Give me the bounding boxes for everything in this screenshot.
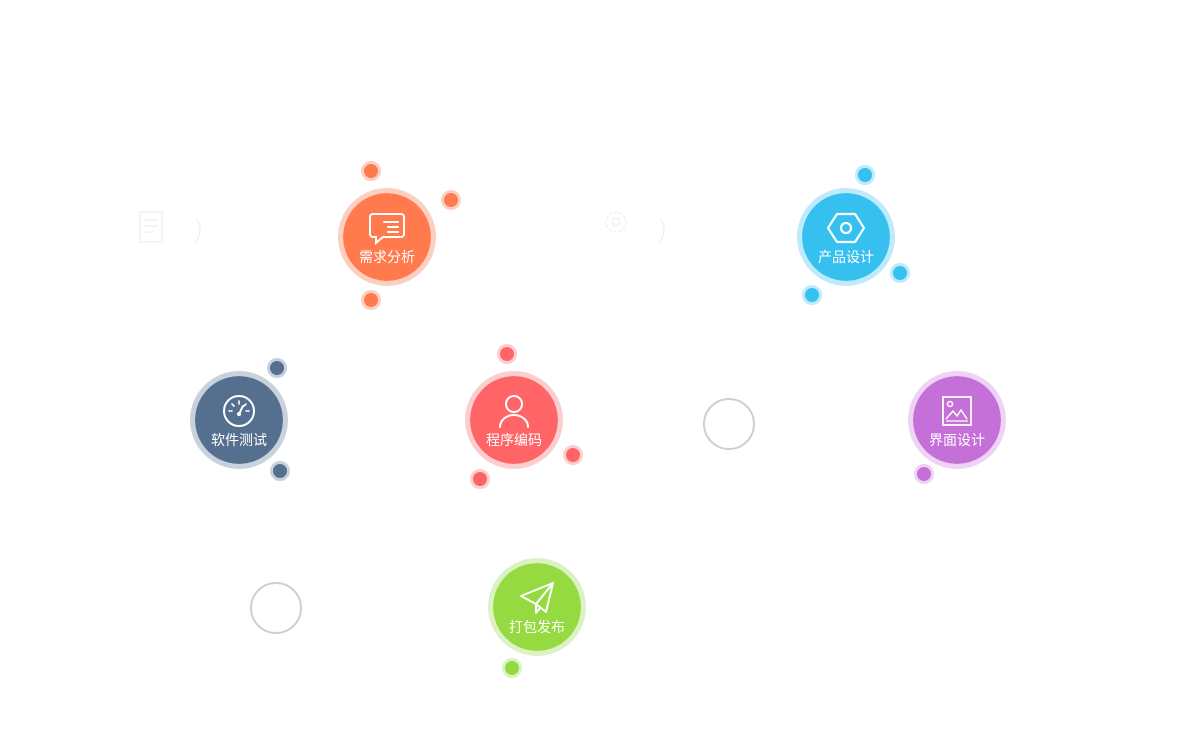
ui-dot — [914, 464, 934, 484]
hexagon-icon — [826, 208, 866, 248]
user-icon — [494, 391, 534, 431]
node-requirements[interactable]: 需求分析 — [338, 188, 436, 286]
node-testing[interactable]: 软件测试 — [190, 371, 288, 469]
node-label: 产品设计 — [818, 249, 874, 266]
requirements-dot — [441, 190, 461, 210]
testing-dot — [270, 461, 290, 481]
empty-ring-left — [250, 582, 302, 634]
node-label: 程序编码 — [486, 432, 542, 449]
node-label: 打包发布 — [509, 619, 565, 636]
product-dot — [802, 285, 822, 305]
node-label: 界面设计 — [929, 432, 985, 449]
release-dot — [502, 658, 522, 678]
product-dot — [890, 263, 910, 283]
speedometer-icon — [219, 391, 259, 431]
product-dot — [855, 165, 875, 185]
requirements-dot — [361, 161, 381, 181]
ghost-gear-icon — [605, 211, 665, 243]
coding-dot — [497, 344, 517, 364]
node-coding[interactable]: 程序编码 — [465, 371, 563, 469]
node-label: 软件测试 — [211, 432, 267, 449]
node-product[interactable]: 产品设计 — [797, 188, 895, 286]
image-icon — [937, 391, 977, 431]
chat-list-icon — [367, 208, 407, 248]
empty-ring-right — [703, 398, 755, 450]
coding-dot — [563, 445, 583, 465]
paper-plane-icon — [517, 578, 557, 618]
testing-dot — [267, 358, 287, 378]
node-release[interactable]: 打包发布 — [488, 558, 586, 656]
coding-dot — [470, 469, 490, 489]
ghost-document-icon — [139, 211, 201, 243]
node-ui[interactable]: 界面设计 — [908, 371, 1006, 469]
requirements-dot — [361, 290, 381, 310]
node-label: 需求分析 — [359, 249, 415, 266]
